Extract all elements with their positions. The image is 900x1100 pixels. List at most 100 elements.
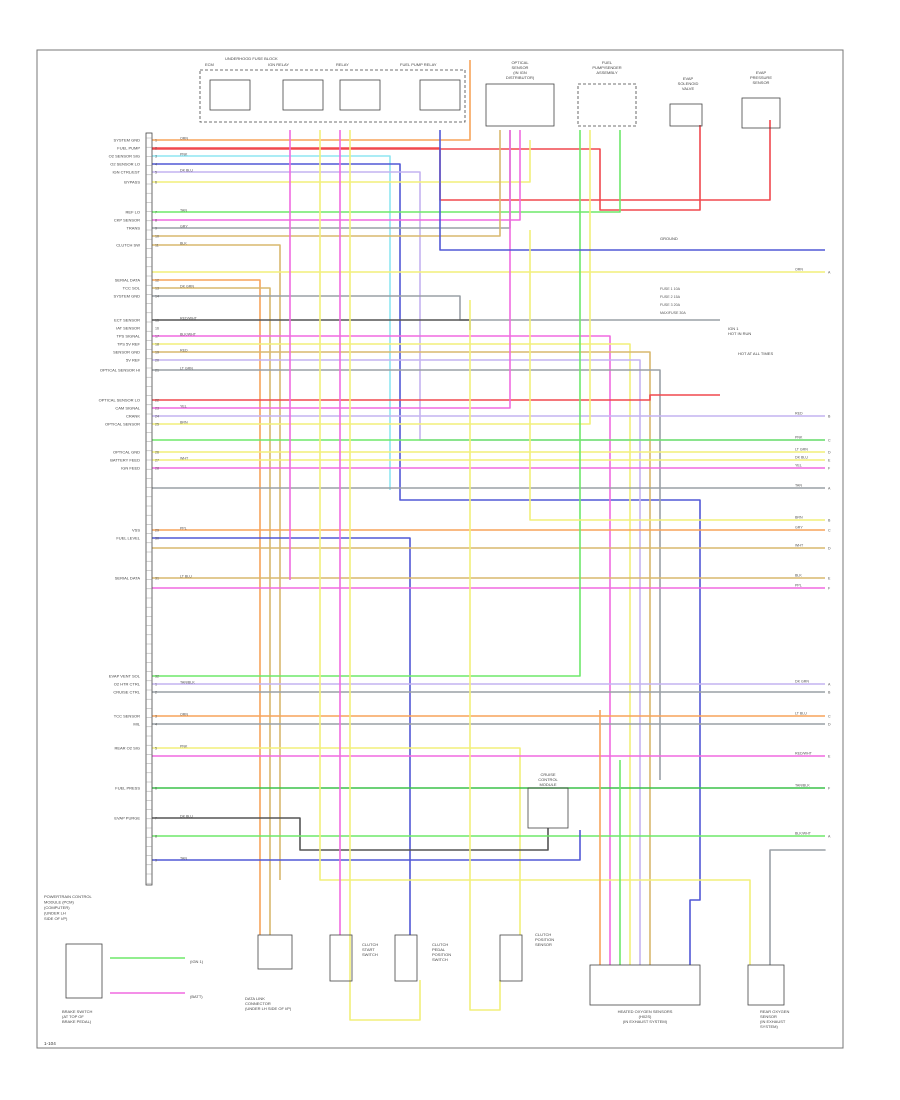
wire-code-label: DK BLU <box>795 456 808 460</box>
pcm-pin-number: 4 <box>155 723 157 727</box>
fuse-label: FUSE 3 20A <box>660 303 681 307</box>
pcm-pin-number: 32 <box>155 675 159 679</box>
pcm-pin-number: 30 <box>155 537 159 541</box>
wire-green-sensor <box>152 130 621 213</box>
optical-sensor-label: OPTICAL <box>511 60 529 65</box>
wire-code-label: RED <box>795 412 803 416</box>
relay-label: IGN RELAY <box>268 62 289 67</box>
rear-o2-label: SENSOR <box>760 1014 777 1019</box>
pcm-pin-label: SENSOR GND <box>113 350 140 355</box>
brake-switch-label: BRAKE SWITCH <box>62 1009 93 1014</box>
clutch-start-switch <box>329 934 353 982</box>
pcm-pin-number: 5 <box>155 747 157 751</box>
wire-code-label: ORN <box>795 268 803 272</box>
ign-relay <box>282 79 324 111</box>
pcm-wire-code: TAN/BLK <box>180 680 195 684</box>
o2-sensors-label: (H02S) <box>639 1014 652 1019</box>
pcm-pin-label: CLUTCH SW <box>116 243 140 248</box>
o2-sensor-block <box>589 964 701 1006</box>
pcm-pin-label: CAM SIGNAL <box>115 406 140 411</box>
wire-pink-optical <box>152 130 521 221</box>
optical-sensor-label: (IN IGN <box>513 70 527 75</box>
right-power-label: HOT AT ALL TIMES <box>738 351 773 356</box>
pcm-wire-code: DK BLU <box>180 168 193 172</box>
data-link-label: CONNECTOR <box>245 1001 271 1006</box>
relay-label: FUEL PUMP RELAY <box>400 62 437 67</box>
wire-code-label: RED/WHT <box>795 752 813 756</box>
pcm-pin-label: OPTICAL SENSOR LO <box>99 398 140 403</box>
data-link-label: (UNDER LH SIDE OF I/P) <box>245 1006 292 1011</box>
wire-gray-sensor-gnd <box>152 369 661 780</box>
pcm-pin-number: 22 <box>155 399 159 403</box>
pcm-pin-number: 17 <box>155 335 159 339</box>
pcm-pin-label: IGN FEED <box>121 466 140 471</box>
pcm-pin-label: ECT SENSOR <box>114 318 140 323</box>
pcm-pin-label: TPS SIGNAL <box>116 334 140 339</box>
terminal-marker: B <box>828 691 831 695</box>
pcm-pin-number: 9 <box>155 227 157 231</box>
terminal-marker: D <box>828 547 831 551</box>
pcm-pin-label: TPS 5V REF <box>117 342 140 347</box>
wire-code-label: LT BLU <box>795 712 807 716</box>
pcm-pin-label: MIL <box>133 722 140 727</box>
wire-light-blue <box>152 155 391 490</box>
pcm-pin-label: IGN CTRL/EST <box>112 170 140 175</box>
cruise-label: CONTROL <box>538 777 558 782</box>
pcm-pin-label: SERIAL DATA <box>115 278 141 283</box>
wire-code-label: GRY <box>795 526 803 530</box>
fuel-pump-label: PUMP/SENDER <box>592 65 621 70</box>
pcm-pin-label: O2 SENSOR LO <box>110 162 140 167</box>
pcm-pin-number: 3 <box>155 715 157 719</box>
pcm-pin-number: 8 <box>155 835 157 839</box>
pcm-wire-code: BLK/WHT <box>180 332 197 336</box>
pcm-wire-code: DK GRN <box>180 284 194 288</box>
wire-blue-sensor <box>152 163 701 965</box>
wire-yellow-clutch-pos <box>469 300 501 1011</box>
right-gnd-label: GROUND <box>660 236 678 241</box>
evap-solenoid-label: EVAP <box>683 76 694 81</box>
pcm-wire-code: PNK <box>180 152 188 156</box>
wire-tan-serial <box>152 287 271 935</box>
right-power-label: HOT IN RUN <box>728 331 751 336</box>
clutch-start-label: SWITCH <box>362 952 378 957</box>
wire-yellow-cam <box>152 130 591 425</box>
pcm-pin-number: 14 <box>155 295 159 299</box>
wire-code-label: TAN/BLK <box>795 784 810 788</box>
wire-code-label: DK GRN <box>795 680 809 684</box>
wire-yellow-iat <box>152 343 631 965</box>
cruise-control-module <box>527 787 569 829</box>
pcm-wire-code: BLK <box>180 241 187 245</box>
pcm-pin-label: VSS <box>132 528 140 533</box>
pcm-pin-label: BATTERY FEED <box>110 458 140 463</box>
pcm-pin-number: 15 <box>155 319 159 323</box>
terminal-marker: C <box>828 439 831 443</box>
fuse-label: MAXIFUSE 30A <box>660 311 686 315</box>
pcm-wire-code: TAN <box>180 208 187 212</box>
wire-tan-optical <box>152 130 501 237</box>
pcm-pin-label: O2 SENSOR SIG <box>109 154 140 159</box>
evap-solenoid-label: VALVE <box>682 86 695 91</box>
rear-o2-sensor <box>747 964 785 1006</box>
evap-pressure-label: EVAP <box>756 70 767 75</box>
pcm-pin-label: FUEL PUMP <box>117 146 140 151</box>
pcm-pin-label: BYPASS <box>124 180 140 185</box>
clutch-start-label: CLUTCH <box>362 942 378 947</box>
pcm-pin-number: 28 <box>155 467 159 471</box>
evap-pressure-sensor <box>741 97 781 129</box>
pcm-pin-number: 7 <box>155 817 157 821</box>
pcm-wire-code: LT GRN <box>180 366 193 370</box>
pcm-wire-code: BRN <box>180 420 188 424</box>
wire-black-rear-o2 <box>152 817 549 851</box>
clutch-position-label: CLUTCH <box>535 932 551 937</box>
fuel-pump-label: FUEL <box>602 60 613 65</box>
pcm-pin-number: 8 <box>155 219 157 223</box>
data-link-label: DATA LINK <box>245 996 265 1001</box>
terminal-marker: E <box>828 577 831 581</box>
pcm-wire-code: TAN <box>180 856 187 860</box>
wire-lavender-tps <box>152 359 641 965</box>
pcm-wire-code: PPL <box>180 526 187 530</box>
optical-sensor-label: SENSOR <box>512 65 529 70</box>
pcm-pin-label: TCC SENSOR <box>114 714 140 719</box>
relay-label: ECM <box>205 62 214 67</box>
